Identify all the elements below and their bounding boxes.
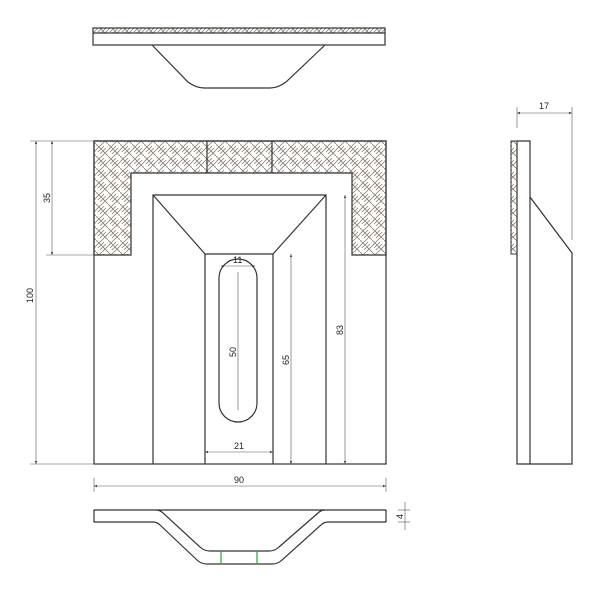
slot: [218, 258, 258, 423]
bottom-profile: [93, 509, 387, 565]
dim-slot-width: 11: [233, 255, 242, 265]
top-view: [92, 27, 386, 89]
dimensions: 100 35 83 65 50 11 21 90 17 4: [25, 101, 573, 530]
slot-panel: [204, 253, 274, 464]
inner-frame: [152, 194, 327, 464]
side-outline: [516, 140, 573, 465]
top-plate: [92, 27, 386, 46]
dim-side-depth: 17: [539, 101, 549, 111]
front-view: [93, 140, 387, 465]
hatched-band: [93, 140, 387, 256]
front-outline: [93, 140, 387, 465]
top-trough: [151, 44, 326, 89]
dim-band-height: 35: [42, 193, 52, 203]
dim-panel-height: 65: [281, 355, 291, 365]
dim-overall-width: 90: [234, 475, 244, 485]
dim-slot-length: 50: [228, 347, 238, 357]
bottom-view: [93, 509, 387, 565]
dim-thickness: 4: [395, 514, 405, 519]
dim-overall-height: 100: [25, 288, 35, 303]
dim-bottom-width: 21: [234, 441, 244, 451]
side-hatched-layer: [510, 140, 518, 255]
dim-inner-height: 83: [335, 325, 345, 335]
side-view: [510, 140, 573, 465]
top-hatched-layer: [92, 27, 386, 34]
